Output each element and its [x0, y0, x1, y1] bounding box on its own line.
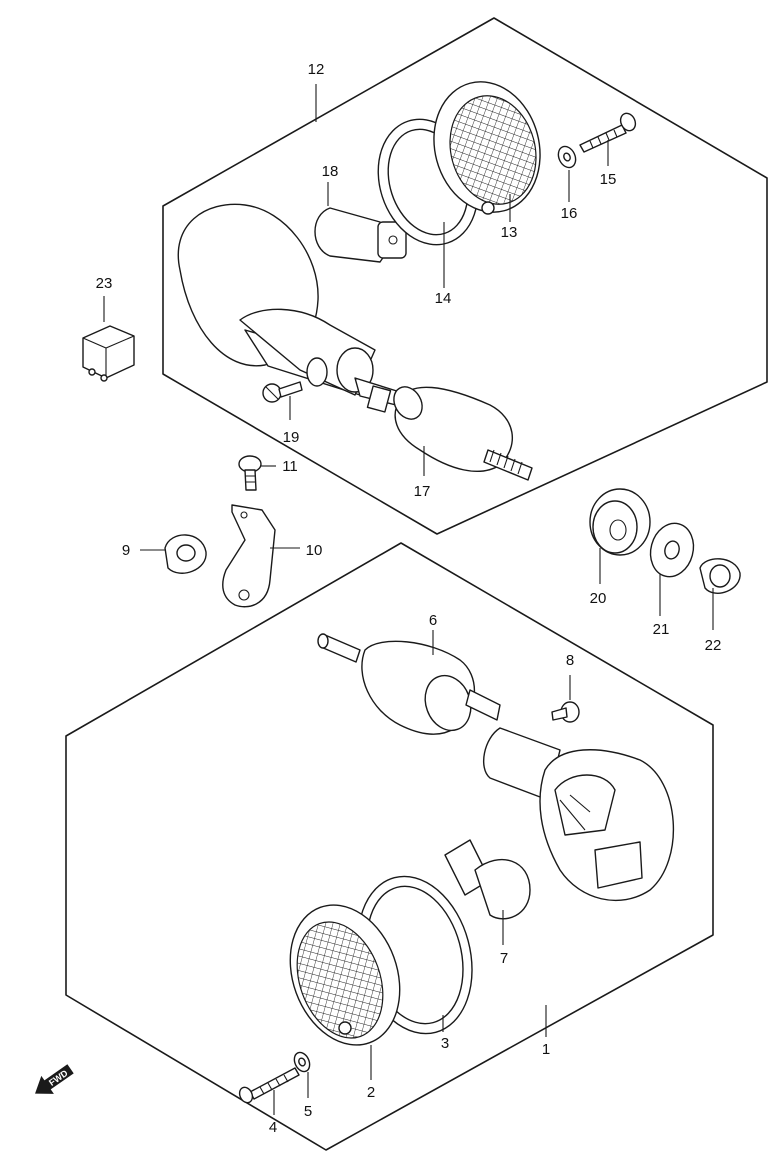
callout-22: 22 — [705, 637, 722, 654]
washer-16 — [557, 145, 577, 169]
leader-lines — [103, 84, 714, 1115]
callout-9: 9 — [122, 542, 130, 559]
lens-13 — [433, 81, 541, 215]
callout-10: 10 — [306, 542, 323, 559]
callout-18: 18 — [322, 163, 339, 180]
callout-15: 15 — [600, 171, 617, 188]
callout-12: 12 — [308, 61, 325, 78]
callout-7: 7 — [500, 950, 508, 967]
callout-5: 5 — [304, 1103, 312, 1120]
callout-8: 8 — [566, 652, 574, 669]
housing-lower — [483, 727, 675, 902]
washer-21 — [649, 522, 695, 578]
grommet-17 — [393, 386, 533, 481]
bulb-18 — [314, 207, 407, 263]
callout-19: 19 — [283, 429, 300, 446]
cushion-20 — [589, 488, 651, 556]
callout-2: 2 — [367, 1084, 375, 1101]
callout-1: 1 — [542, 1041, 550, 1058]
relay-23 — [82, 325, 135, 382]
washer-5 — [293, 1051, 311, 1073]
lens-2 — [289, 904, 401, 1046]
screw-8 — [551, 701, 580, 723]
callout-14: 14 — [435, 290, 452, 307]
screw-4 — [238, 1067, 300, 1104]
assembly-12-outline — [162, 17, 768, 535]
callout-3: 3 — [441, 1035, 449, 1052]
assembly-12-group — [162, 17, 768, 535]
callout-labels: 12 18 14 13 15 16 23 19 17 11 10 9 20 21… — [96, 61, 722, 1136]
screw-19 — [262, 381, 303, 403]
callout-4: 4 — [269, 1119, 277, 1136]
grommet-6 — [317, 633, 501, 735]
bolt-11 — [238, 455, 262, 491]
callout-17: 17 — [414, 483, 431, 500]
callout-11: 11 — [282, 458, 298, 475]
bracket-10 — [222, 504, 276, 608]
housing-upper — [177, 203, 401, 413]
callout-23: 23 — [96, 275, 113, 292]
callout-6: 6 — [429, 612, 437, 629]
callout-16: 16 — [561, 205, 578, 222]
callout-20: 20 — [590, 590, 607, 607]
assembly-1-outline — [65, 542, 714, 1151]
callout-13: 13 — [501, 224, 518, 241]
callout-21: 21 — [653, 621, 670, 638]
bulb-7 — [444, 839, 531, 920]
assembly-1-group — [65, 542, 714, 1151]
screw-15 — [579, 112, 637, 153]
nut-9 — [164, 534, 207, 574]
nut-22 — [699, 558, 741, 594]
forward-arrow-icon: FWD — [35, 1064, 74, 1094]
